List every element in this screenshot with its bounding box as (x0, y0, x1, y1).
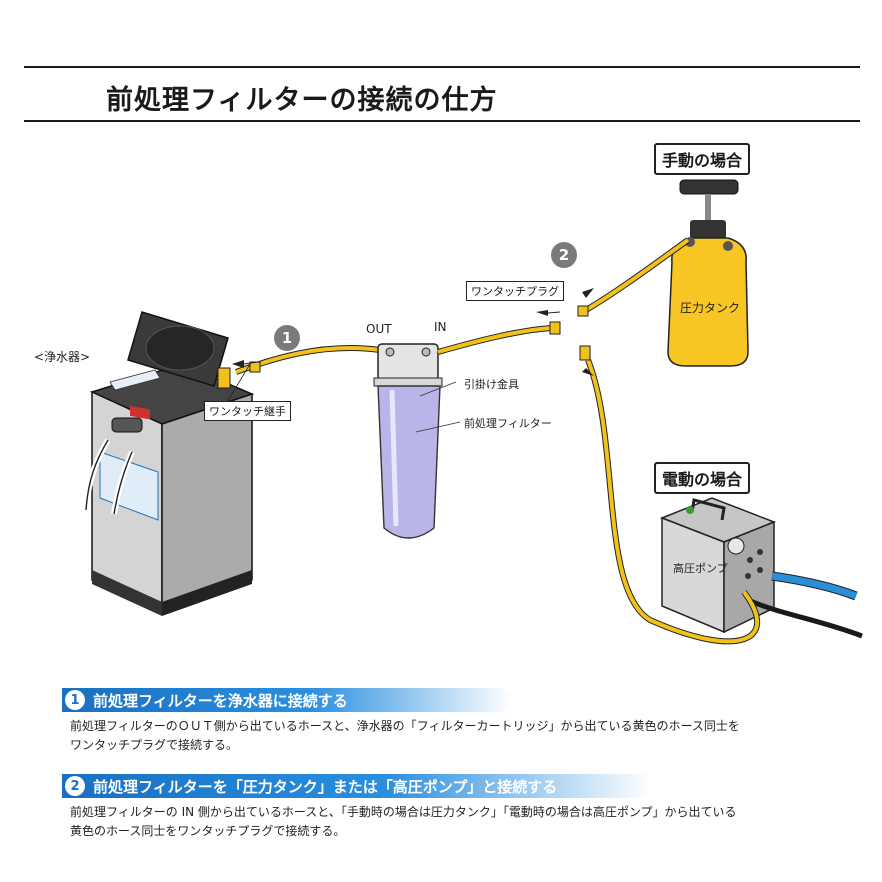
manual-mode-label: 手動の場合 (654, 143, 751, 175)
step-two-line-2: 黄色のホース同士をワンタッチプラグで接続する。 (70, 824, 346, 838)
title-rule-bottom (24, 120, 860, 122)
one-touch-plug-label: ワンタッチプラグ (466, 281, 564, 301)
step-two-title-text: 前処理フィルターを「圧力タンク」または「高圧ポンプ」と接続する (93, 777, 558, 796)
step-two-title: 2 前処理フィルターを「圧力タンク」または「高圧ポンプ」と接続する (62, 774, 652, 798)
step-two-description: 前処理フィルターの IN 側から出ているホースと、「手動時の場合は圧力タンク」「… (70, 803, 830, 841)
step-one-badge: 1 (274, 325, 300, 351)
purifier-label: <浄水器> (34, 350, 91, 364)
pressure-tank-illustration (667, 179, 749, 367)
step-one-description: 前処理フィルターのＯＵＴ側から出ているホースと、浄水器の「フィルターカートリッジ… (70, 717, 830, 755)
step-two-number: 2 (65, 776, 85, 796)
pre-filter-illustration (373, 343, 461, 539)
step-one-number: 1 (65, 690, 85, 710)
step-one-title: 1 前処理フィルターを浄水器に接続する (62, 688, 512, 712)
pressure-tank-label: 圧力タンク (680, 301, 741, 315)
page-title: 前処理フィルターの接続の仕方 (106, 85, 498, 116)
hanger-label: 引掛け金具 (464, 378, 519, 391)
electric-mode-label: 電動の場合 (654, 462, 751, 494)
title-rule-top (24, 66, 860, 68)
pump-label: 高圧ポンプ (673, 562, 728, 575)
step-two-badge: 2 (551, 242, 577, 268)
step-one-title-text: 前処理フィルターを浄水器に接続する (93, 691, 348, 710)
step-one-line-1: 前処理フィルターのＯＵＴ側から出ているホースと、浄水器の「フィルターカートリッジ… (70, 719, 740, 733)
filter-label: 前処理フィルター (464, 417, 552, 430)
one-touch-joint-label: ワンタッチ継手 (204, 401, 291, 421)
filter-in-label: IN (434, 320, 447, 334)
filter-out-label: OUT (366, 322, 392, 336)
step-one-line-2: ワンタッチプラグで接続する。 (70, 738, 239, 752)
step-two-line-1: 前処理フィルターの IN 側から出ているホースと、「手動時の場合は圧力タンク」「… (70, 805, 737, 819)
water-purifier-illustration (83, 311, 255, 616)
